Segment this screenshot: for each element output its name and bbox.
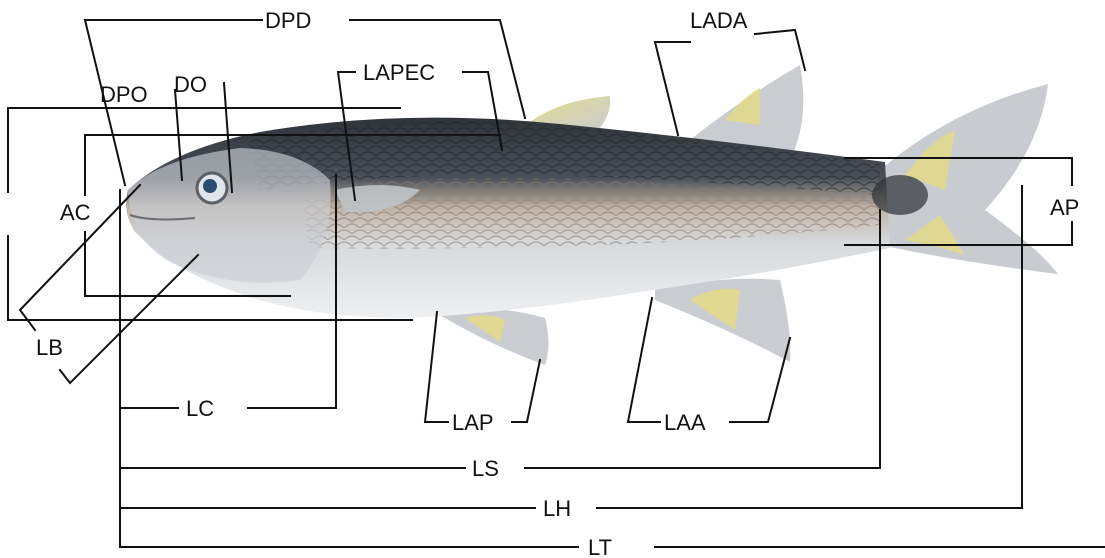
label-laa: LAA bbox=[664, 410, 706, 435]
fish-pupil bbox=[203, 179, 217, 193]
label-lada: LADA bbox=[690, 8, 748, 33]
label-lt: LT bbox=[588, 535, 612, 558]
second-dorsal-fin-yellow bbox=[725, 88, 760, 125]
lada-line-right bbox=[755, 30, 805, 70]
label-dpo: DPO bbox=[100, 82, 148, 107]
label-lc: LC bbox=[186, 396, 214, 421]
label-lap: LAP bbox=[452, 410, 494, 435]
label-ac: AC bbox=[60, 200, 91, 225]
label-lh: LH bbox=[543, 496, 571, 521]
lt-line-left bbox=[120, 505, 578, 547]
lap-line-right bbox=[512, 360, 540, 422]
label-lapec: LAPEC bbox=[363, 60, 435, 85]
lap-line-left bbox=[425, 312, 448, 422]
label-lb: LB bbox=[36, 335, 63, 360]
laa-line-left bbox=[628, 298, 660, 422]
ls-line-left bbox=[120, 405, 465, 468]
label-ls: LS bbox=[472, 456, 499, 481]
lada-line-left bbox=[655, 42, 690, 135]
label-ap: AP bbox=[1050, 195, 1079, 220]
label-do: DO bbox=[174, 72, 207, 97]
label-dpd: DPD bbox=[265, 8, 311, 33]
